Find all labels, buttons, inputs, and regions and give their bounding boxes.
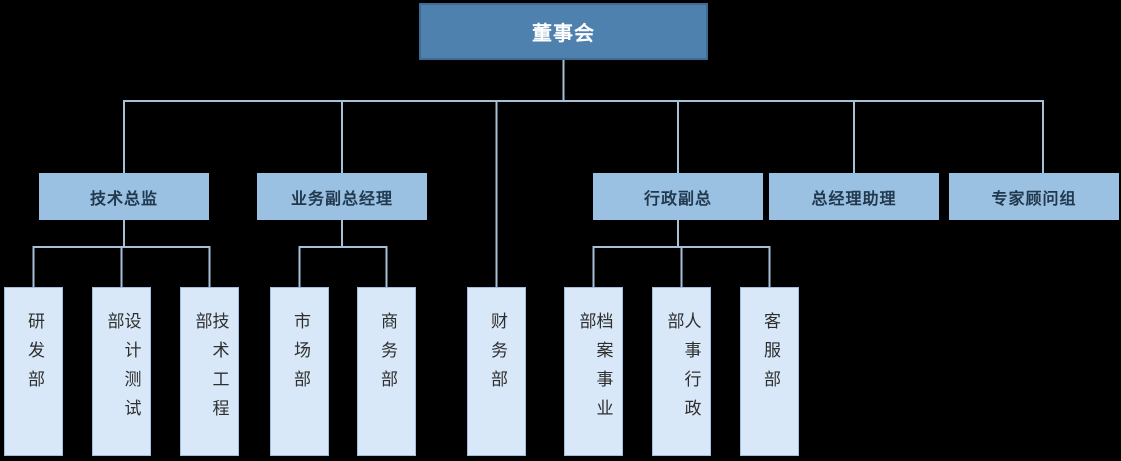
connector-tech-group [32,219,211,288]
org-node-gm-assistant-label: 总经理助理 [811,188,897,208]
org-node-business-deputy-gm[interactable]: 业务副总经理 [257,173,427,220]
org-node-marketing-dept[interactable]: 市场部 [270,287,329,456]
org-node-customer-service-dept-label: 客服部 [760,312,780,399]
connector-admin-group [592,219,771,288]
org-node-marketing-dept-label: 市场部 [290,312,310,399]
org-node-expert-advisory-group-label: 专家顾问组 [991,188,1077,208]
org-node-customer-service-dept[interactable]: 客服部 [740,287,799,456]
org-node-design-test-dept[interactable]: 设计测试部 [92,287,151,456]
org-node-hr-admin-dept-label: 人事行政部 [663,312,701,428]
org-node-admin-vp[interactable]: 行政副总 [593,173,763,220]
org-node-gm-assistant[interactable]: 总经理助理 [769,173,939,220]
connector-root-bus [123,59,1044,174]
org-node-admin-vp-label: 行政副总 [643,188,712,208]
org-node-tech-engineering-dept[interactable]: 技术工程部 [180,287,239,456]
org-node-business-deputy-gm-label: 业务副总经理 [290,188,393,208]
org-node-design-test-dept-label: 设计测试部 [103,312,141,428]
org-node-finance-dept[interactable]: 财务部 [467,287,526,456]
org-node-tech-director-label: 技术总监 [89,188,158,208]
org-node-finance-dept-label: 财务部 [487,312,507,399]
org-node-archives-division-label: 档案事业部 [575,312,613,428]
org-node-rd-dept[interactable]: 研发部 [4,287,63,456]
org-node-rd-dept-label: 研发部 [24,312,44,399]
org-node-commerce-dept[interactable]: 商务部 [357,287,416,456]
org-node-expert-advisory-group[interactable]: 专家顾问组 [949,173,1119,220]
org-node-hr-admin-dept[interactable]: 人事行政部 [652,287,711,456]
org-node-board-label: 董事会 [532,21,595,45]
org-node-tech-engineering-dept-label: 技术工程部 [191,312,229,428]
org-node-tech-director[interactable]: 技术总监 [39,173,209,220]
org-node-commerce-dept-label: 商务部 [377,312,397,399]
connector-biz-group [298,219,388,288]
org-node-board[interactable]: 董事会 [419,3,708,60]
org-node-archives-division[interactable]: 档案事业部 [564,287,623,456]
